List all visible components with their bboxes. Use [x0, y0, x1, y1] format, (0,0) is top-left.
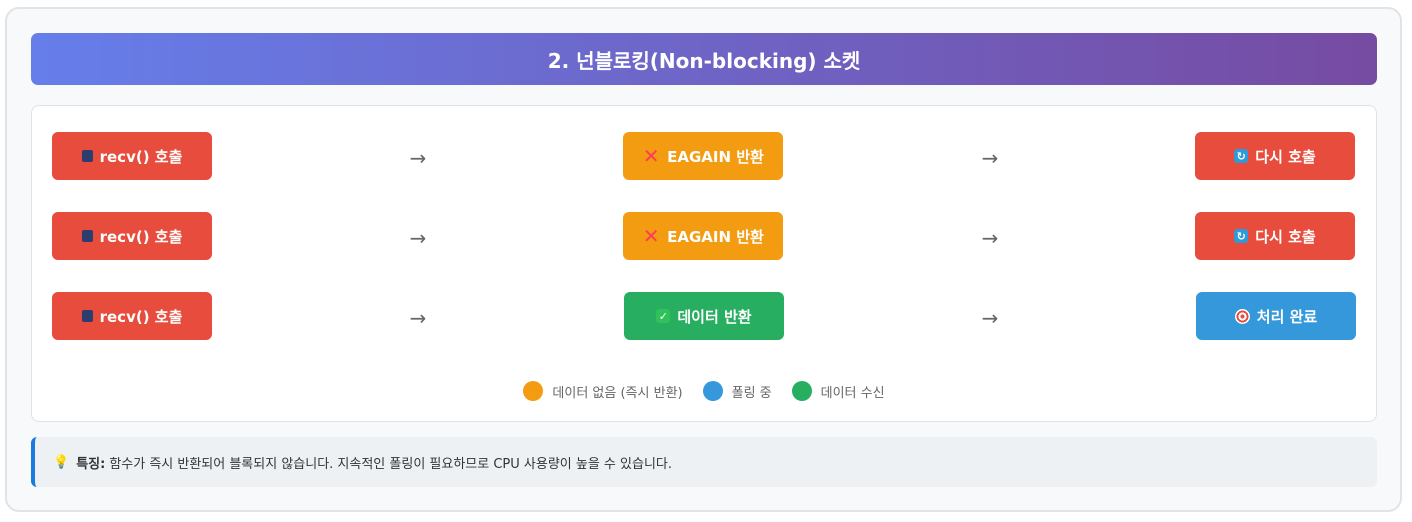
grid-icon	[81, 310, 93, 322]
note-label: 특징:	[76, 456, 106, 472]
legend-label: 데이터 수신	[820, 385, 885, 401]
eagain-box-2: ✕ EAGAIN 반환	[623, 212, 783, 260]
recv-call-label: recv() 호출	[99, 147, 183, 166]
refresh-icon: ↻	[1234, 229, 1249, 243]
flow-arrow: →	[981, 306, 999, 330]
legend-label: 데이터 없음 (즉시 반환)	[552, 385, 683, 401]
check-icon: ✓	[656, 309, 671, 323]
eagain-label: EAGAIN 반환	[667, 147, 764, 166]
retry-call-box-2: ↻ 다시 호출	[1195, 212, 1355, 260]
legend: 데이터 없음 (즉시 반환) 폴링 중 데이터 수신	[32, 379, 1376, 403]
flow-arrow: →	[409, 306, 427, 330]
flow-arrow: →	[981, 146, 999, 170]
flow-arrow: →	[409, 146, 427, 170]
retry-call-label: 다시 호출	[1255, 227, 1316, 246]
complete-label: 처리 완료	[1256, 307, 1318, 326]
recv-call-label: recv() 호출	[99, 307, 183, 326]
cross-icon: ✕	[642, 144, 660, 168]
note-text: 함수가 즉시 반환되어 블록되지 않습니다. 지속적인 폴링이 필요하므로 CP…	[109, 456, 672, 472]
retry-call-label: 다시 호출	[1255, 147, 1316, 166]
blue-dot-icon	[702, 381, 723, 401]
legend-label: 폴링 중	[731, 385, 772, 401]
target-icon	[1234, 308, 1250, 324]
grid-icon	[81, 230, 93, 242]
retry-call-box-1: ↻ 다시 호출	[1195, 132, 1355, 180]
green-dot-icon	[791, 381, 812, 401]
flow-diagram-panel: recv() 호출 → ✕ EAGAIN 반환 → ↻ 다시 호출 recv()…	[31, 105, 1377, 422]
lightbulb-icon: 💡	[53, 454, 70, 470]
recv-call-box-1: recv() 호출	[52, 132, 212, 180]
eagain-label: EAGAIN 반환	[667, 227, 764, 246]
flow-arrow: →	[409, 226, 427, 250]
refresh-icon: ↻	[1234, 149, 1249, 163]
legend-item-no-data: 데이터 없음 (즉시 반환)	[523, 381, 683, 401]
grid-icon	[81, 150, 93, 162]
orange-dot-icon	[523, 381, 544, 401]
cross-icon: ✕	[642, 224, 660, 248]
recv-call-box-2: recv() 호출	[52, 212, 212, 260]
complete-box: 처리 완료	[1196, 292, 1356, 340]
recv-call-box-3: recv() 호출	[52, 292, 212, 340]
legend-item-polling: 폴링 중	[702, 381, 772, 401]
feature-note: 💡 특징: 함수가 즉시 반환되어 블록되지 않습니다. 지속적인 폴링이 필요…	[31, 437, 1377, 487]
eagain-box-1: ✕ EAGAIN 반환	[623, 132, 783, 180]
section-title: 2. 넌블로킹(Non-blocking) 소켓	[31, 33, 1377, 85]
data-return-label: 데이터 반환	[677, 307, 752, 326]
data-return-box: ✓ 데이터 반환	[624, 292, 784, 340]
recv-call-label: recv() 호출	[99, 227, 183, 246]
flow-arrow: →	[981, 226, 999, 250]
legend-item-received: 데이터 수신	[791, 381, 885, 401]
section-title-text: 2. 넌블로킹(Non-blocking) 소켓	[547, 48, 861, 73]
